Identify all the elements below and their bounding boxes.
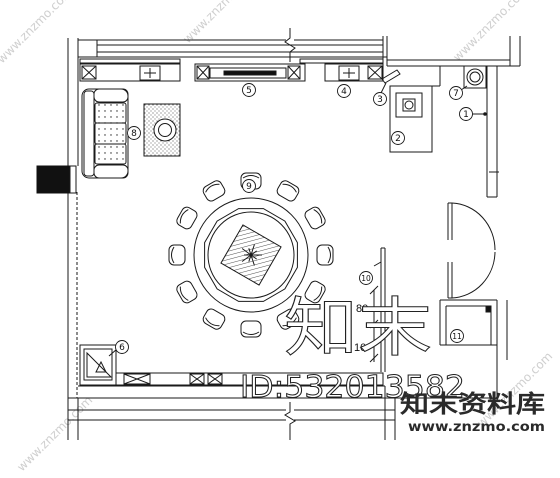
watermark-brand: 知末资料库	[400, 390, 545, 418]
callout-number: 11	[452, 332, 462, 341]
x-box-icon	[189, 373, 205, 385]
callout-number: 7	[453, 89, 459, 99]
rug	[143, 103, 181, 157]
chair	[316, 244, 334, 266]
centerpiece-ray	[241, 254, 252, 262]
callout-number: 2	[395, 134, 401, 144]
wall-fixture	[380, 69, 401, 94]
dining-table	[193, 197, 309, 313]
tv-cabinet	[209, 67, 287, 79]
side-cabinet	[389, 85, 440, 153]
callout-9: 9	[242, 179, 256, 193]
centerpiece-ray	[248, 248, 252, 256]
dimension-lower: 10	[354, 342, 366, 354]
watermark-title: 知末	[284, 292, 432, 366]
diagonal-watermark: www.znzmo.com	[14, 393, 95, 474]
x-box-icon	[196, 65, 210, 80]
side-room	[439, 299, 497, 346]
callout-1: 1	[459, 107, 473, 121]
chair	[176, 280, 198, 304]
callout-number: 3	[377, 95, 383, 105]
chair	[276, 180, 300, 202]
top-cabinets	[79, 58, 441, 86]
table-centerpiece	[241, 244, 262, 266]
wall-leader	[472, 112, 487, 116]
x-box-icon	[81, 65, 97, 80]
centerpiece-ray	[250, 254, 257, 260]
diagonal-watermark: www.znzmo.com	[450, 0, 531, 64]
centerpiece-ray	[250, 254, 255, 266]
watermark-id: ID:532013582	[240, 370, 465, 405]
chair	[240, 320, 262, 338]
sofa	[81, 88, 129, 179]
chair	[276, 308, 300, 330]
x-box-icon	[207, 373, 223, 385]
double-door	[447, 202, 496, 299]
callout-7: 7	[449, 86, 463, 100]
chair	[176, 206, 198, 230]
outlet-icon	[139, 65, 161, 81]
callout-2: 2	[391, 131, 405, 145]
chair	[168, 244, 186, 266]
centerpiece-ray	[248, 254, 252, 262]
callout-11: 11	[450, 329, 464, 343]
callout-number: 6	[119, 343, 125, 353]
side-opening	[36, 165, 77, 194]
dimension-line	[369, 285, 379, 363]
dimension-upper: 80	[356, 303, 368, 315]
chair	[304, 206, 326, 230]
x-box-icon	[123, 373, 151, 385]
callout-3: 3	[373, 92, 387, 106]
callout-10: 10	[359, 271, 373, 285]
centerpiece-ray	[250, 244, 255, 256]
callout-8: 8	[127, 126, 141, 140]
outlet-icon	[338, 65, 360, 81]
callout-5: 5	[242, 83, 256, 97]
callout-number: 9	[246, 182, 252, 192]
centerpiece-ray	[241, 248, 252, 256]
watermark-url: www.znzmo.com	[408, 420, 545, 435]
callout-4: 4	[337, 84, 351, 98]
callout-6: 6	[115, 340, 129, 354]
callout-number: 1	[463, 110, 469, 120]
callout-number: 8	[131, 129, 137, 139]
chair	[304, 280, 326, 304]
corner-fixture	[460, 65, 487, 91]
window	[96, 40, 384, 57]
callout-number: 4	[341, 87, 347, 97]
chair	[202, 308, 226, 330]
x-box-icon	[367, 65, 383, 80]
diagonal-watermark: www.znzmo.com	[180, 0, 261, 46]
centerpiece-ray	[250, 250, 257, 256]
partition	[373, 247, 386, 372]
x-box-icon	[287, 65, 301, 80]
callout-number: 10	[361, 274, 371, 283]
diagonal-watermark: www.znzmo.com	[0, 0, 75, 66]
chairs	[168, 172, 334, 338]
callout-number: 5	[246, 86, 252, 96]
walls	[67, 28, 521, 440]
chair	[202, 180, 226, 202]
table-ring	[204, 208, 298, 302]
corner-cabinet	[79, 344, 118, 386]
